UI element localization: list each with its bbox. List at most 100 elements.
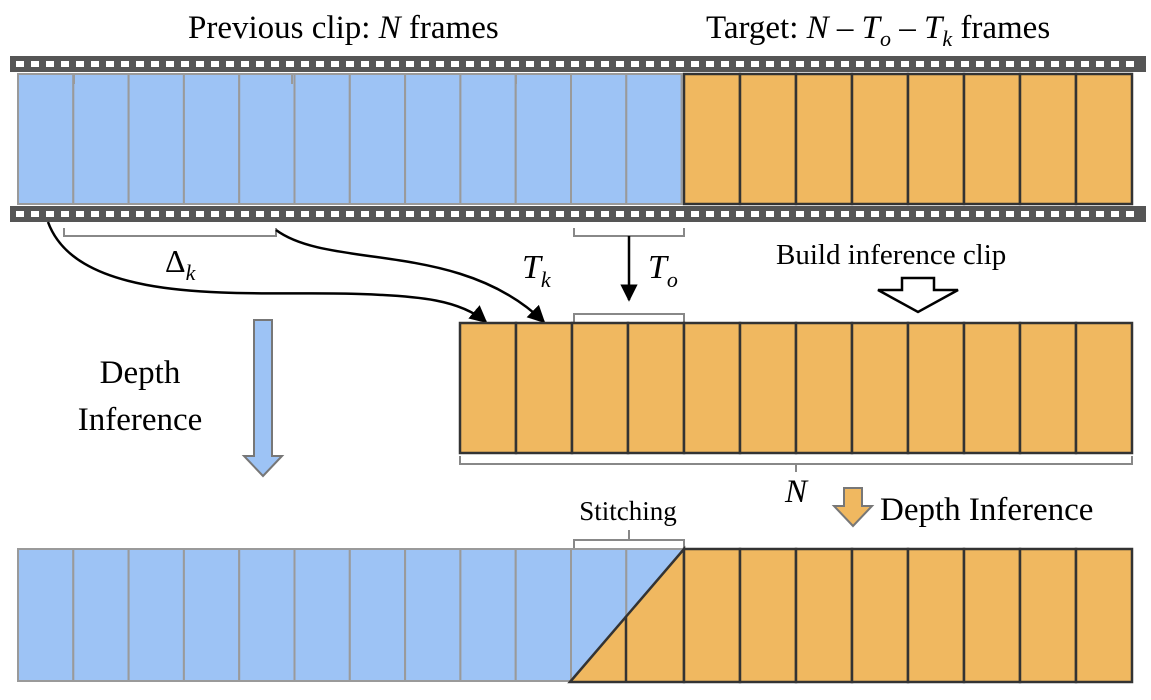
sprocket-hole <box>841 61 849 67</box>
to-bracket-top <box>573 228 685 237</box>
sprocket-hole <box>196 211 204 217</box>
sprocket-hole <box>61 211 69 217</box>
inference-frame <box>1018 321 1078 455</box>
sprocket-hole <box>781 61 789 67</box>
sprocket-hole <box>1036 61 1044 67</box>
sprocket-hole <box>1081 211 1089 217</box>
sprocket-hole <box>856 211 864 217</box>
sprocket-hole <box>316 211 324 217</box>
sprocket-hole <box>601 211 609 217</box>
inference-frame <box>794 321 854 455</box>
sprocket-hole <box>241 61 249 67</box>
sprocket-hole <box>916 61 924 67</box>
sprocket-hole <box>451 211 459 217</box>
sprocket-hole <box>631 211 639 217</box>
sprocket-hole <box>406 61 414 67</box>
sprocket-hole <box>556 211 564 217</box>
sprocket-hole <box>346 211 354 217</box>
sprocket-hole <box>76 211 84 217</box>
sprocket-hole <box>706 211 714 217</box>
filmstrip-previous-frames <box>17 73 683 205</box>
sprocket-hole <box>751 61 759 67</box>
sprocket-hole <box>256 211 264 217</box>
stitching-label: Stitching <box>579 496 677 526</box>
result-previous-frame <box>514 548 573 682</box>
target-frame <box>850 72 910 206</box>
tk-label: Tk <box>522 249 552 292</box>
result-previous-frame <box>238 548 296 682</box>
filmstrip-target-frames <box>682 72 1134 206</box>
sprocket-hole <box>1081 61 1089 67</box>
result-target-frame <box>682 547 742 684</box>
previous-frame <box>17 73 75 205</box>
result-target-frames <box>682 547 1134 684</box>
sprocket-hole <box>811 61 819 67</box>
sprocket-hole <box>856 61 864 67</box>
sprocket-hole <box>421 211 429 217</box>
sprocket-hole <box>406 211 414 217</box>
target-heading: Target: N – To – Tk frames <box>706 10 1050 51</box>
sprocket-hole <box>631 61 639 67</box>
previous-frame <box>570 73 628 205</box>
sprocket-hole <box>991 211 999 217</box>
sprocket-hole <box>541 211 549 217</box>
sprocket-hole <box>826 61 834 67</box>
sprocket-hole <box>391 211 399 217</box>
sprocket-hole <box>166 211 174 217</box>
sprocket-hole <box>1126 211 1134 217</box>
sprocket-hole <box>736 211 744 217</box>
inference-frame <box>458 321 518 455</box>
result-target-frame <box>794 547 854 684</box>
sprocket-hole <box>211 211 219 217</box>
sprocket-hole <box>526 61 534 67</box>
sprocket-hole <box>61 61 69 67</box>
sprocket-hole <box>1036 211 1044 217</box>
previous-frame <box>514 73 573 205</box>
result-target-frame <box>1074 547 1134 684</box>
sprocket-hole <box>286 211 294 217</box>
sprocket-hole <box>361 211 369 217</box>
sprocket-hole <box>586 211 594 217</box>
previous-frame <box>72 73 130 205</box>
sprocket-hole <box>961 211 969 217</box>
sprocket-hole <box>661 61 669 67</box>
sprocket-hole <box>676 211 684 217</box>
sprocket-hole <box>646 61 654 67</box>
inference-frame <box>682 321 742 455</box>
inference-frame <box>514 321 574 455</box>
sprocket-hole <box>976 61 984 67</box>
sprocket-hole <box>976 211 984 217</box>
sprocket-hole <box>361 61 369 67</box>
sprocket-hole <box>1126 61 1134 67</box>
sprocket-hole <box>121 61 129 67</box>
depth-inference-down-arrow-right-icon <box>831 487 875 528</box>
sprocket-hole <box>241 211 249 217</box>
sprocket-hole <box>31 211 39 217</box>
stitching-bracket <box>573 530 685 548</box>
sprocket-hole <box>931 211 939 217</box>
inference-frame <box>850 321 910 455</box>
result-target-frame <box>906 547 966 684</box>
sprocket-hole <box>316 61 324 67</box>
sprocket-hole <box>511 61 519 67</box>
n-bracket <box>459 456 1133 472</box>
result-previous-frame <box>127 548 185 682</box>
target-frame <box>1074 72 1134 206</box>
result-previous-frame <box>72 548 130 682</box>
sprocket-hole <box>751 211 759 217</box>
result-target-frame <box>962 547 1022 684</box>
result-previous-frame <box>182 548 241 682</box>
sprocket-hole <box>436 61 444 67</box>
sprocket-hole <box>1066 61 1074 67</box>
top-bracket-mid <box>291 73 517 84</box>
sprocket-hole <box>301 61 309 67</box>
sprocket-hole <box>1051 61 1059 67</box>
sprocket-hole <box>1096 211 1104 217</box>
depth-inference-down-arrow-left-icon <box>241 319 285 478</box>
sprocket-hole <box>691 211 699 217</box>
sprocket-hole <box>376 61 384 67</box>
previous-frame <box>293 73 351 205</box>
sprocket-hole <box>331 61 339 67</box>
inference-frame <box>570 321 630 455</box>
sprocket-hole <box>511 211 519 217</box>
